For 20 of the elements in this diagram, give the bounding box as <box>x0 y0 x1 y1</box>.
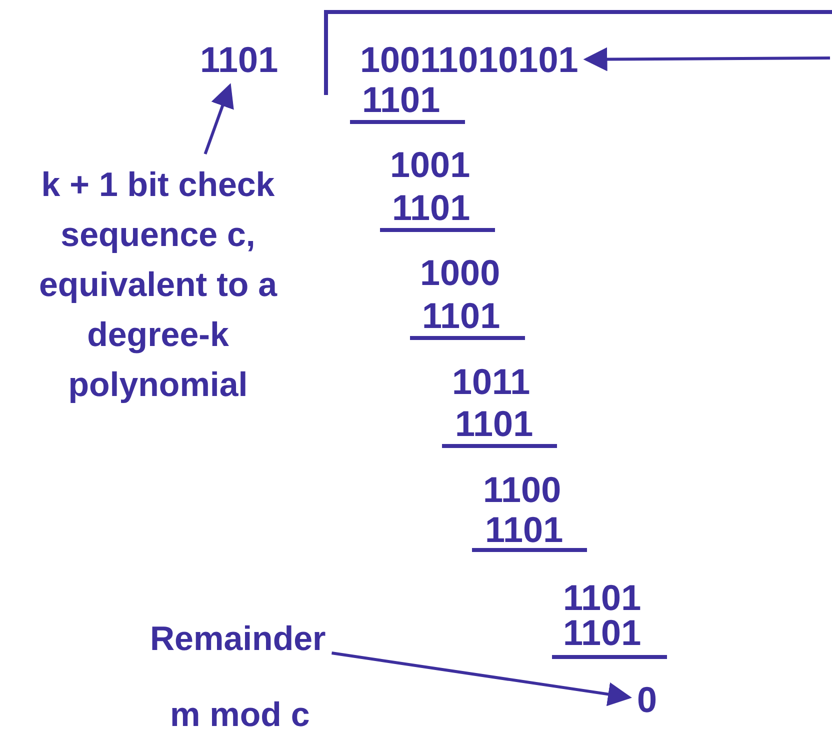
number-text: 1101 <box>455 406 534 442</box>
annotation-text: Remainder <box>150 622 326 656</box>
arrow <box>583 47 830 72</box>
number-text: 1001 <box>390 147 470 183</box>
arrow <box>204 83 234 154</box>
arrow <box>332 652 632 706</box>
dividend-number: 10011010101 <box>360 42 578 78</box>
number-text: 1101 <box>362 82 440 118</box>
number-text: 1011 <box>452 364 530 400</box>
remainder-number: 0 <box>637 682 658 718</box>
number-text: 1000 <box>420 255 500 291</box>
number-text: 1101 <box>563 580 642 616</box>
number-text: 1101 <box>485 512 564 548</box>
number-text: 1101 <box>392 190 470 226</box>
number-text: 1100 <box>483 472 562 508</box>
annotation-text: k + 1 bit check sequence c, equivalent to a degree-k polynomial <box>8 160 308 410</box>
number-text: 1101 <box>563 615 642 651</box>
divisor-number: 1101 <box>200 42 278 78</box>
number-text: 1101 <box>422 298 500 334</box>
caption-text: m mod c <box>170 698 310 731</box>
